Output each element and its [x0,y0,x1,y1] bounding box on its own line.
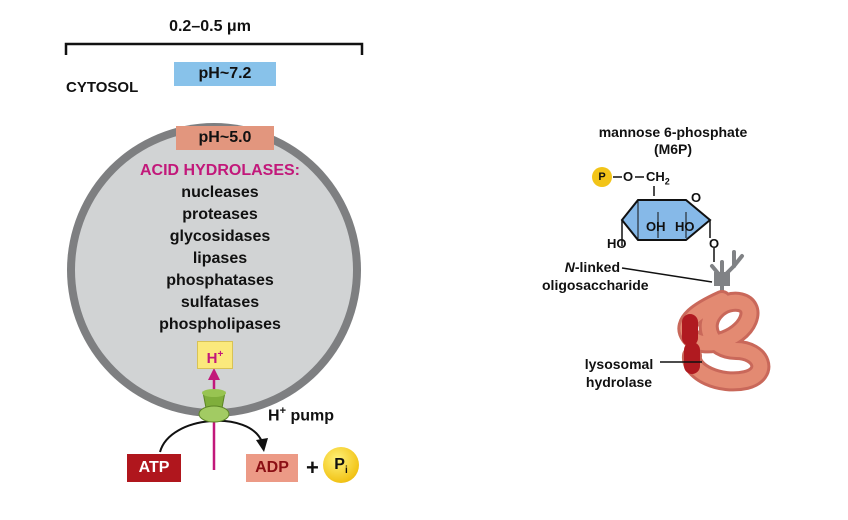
atp-adp-arrowhead [256,438,268,452]
hydroxyl-oh: OH [646,219,666,234]
phosphate-group-icon: P [592,167,612,187]
hydroxyl-ho-inner: HO [675,219,695,234]
ch2-subscript: 2 [664,176,670,187]
glycosidic-oxygen: O [709,236,720,251]
plus-sign: + [306,455,319,480]
nlinked-line1: N-linked [542,258,620,276]
ch2-symbol: CH [646,169,665,184]
phosphate-circle: Pi [323,447,359,483]
nlinked-oligosaccharide-label: N-linked oligosaccharide [542,258,649,294]
sugar-ring [620,199,712,241]
m6p-title: mannose 6-phosphate (M6P) [568,124,778,158]
acid-hydrolases-title: ACID HYDROLASES: [139,162,300,179]
nlinked-rest: -linked [574,259,620,275]
proton-pump-label: H+ pump [268,405,334,425]
pump-word: pump [286,407,334,425]
pump-charge: + [279,405,286,417]
pump-h: H [268,407,280,425]
nlinked-italic-n: N [564,259,575,275]
size-label: 0.2–0.5 μm [169,18,251,35]
pi-subscript: i [344,465,348,477]
pi-symbol: P [334,456,345,473]
proton-arrowhead [208,368,220,380]
cytosol-label: CYTOSOL [66,79,139,96]
lysosome-ph-badge: pH~5.0 [176,126,274,150]
enzyme-item: proteases [182,206,258,223]
size-bracket [64,42,364,55]
enzyme-item: phospholipases [159,316,281,333]
hydrolase-line1: lysosomal [584,356,654,372]
proton-charge: + [217,349,224,360]
enzyme-item: nucleases [181,184,259,201]
hydrolase-line2: hydrolase [585,374,653,390]
enzyme-item: phosphatases [166,272,274,289]
cytosol-ph-badge: pH~7.2 [174,62,276,86]
nlinked-leader [621,267,713,283]
lysosomal-hydrolase-icon [677,290,771,392]
ch2-group: CH2 [646,169,670,187]
m6p-title-line1: mannose 6-phosphate [598,124,748,140]
ether-oxygen: O [623,169,634,184]
lysosome-lumen [75,131,353,409]
enzyme-item: sulfatases [180,294,260,311]
hydroxyl-ho-outer: HO [607,236,627,251]
proton-pump-icon [198,389,230,423]
adp-box: ADP [246,454,298,482]
lysosomal-hydrolase-label: lysosomal hydrolase [578,355,660,391]
m6p-title-line2: (M6P) [653,141,693,157]
proton-symbol: H [206,350,218,367]
enzyme-item: lipases [192,250,248,267]
ring-oxygen: O [691,190,702,205]
proton-badge: H+ [197,341,233,369]
atp-box: ATP [127,454,181,482]
enzyme-item: glycosidases [169,228,271,245]
nlinked-line2: oligosaccharide [542,277,649,293]
